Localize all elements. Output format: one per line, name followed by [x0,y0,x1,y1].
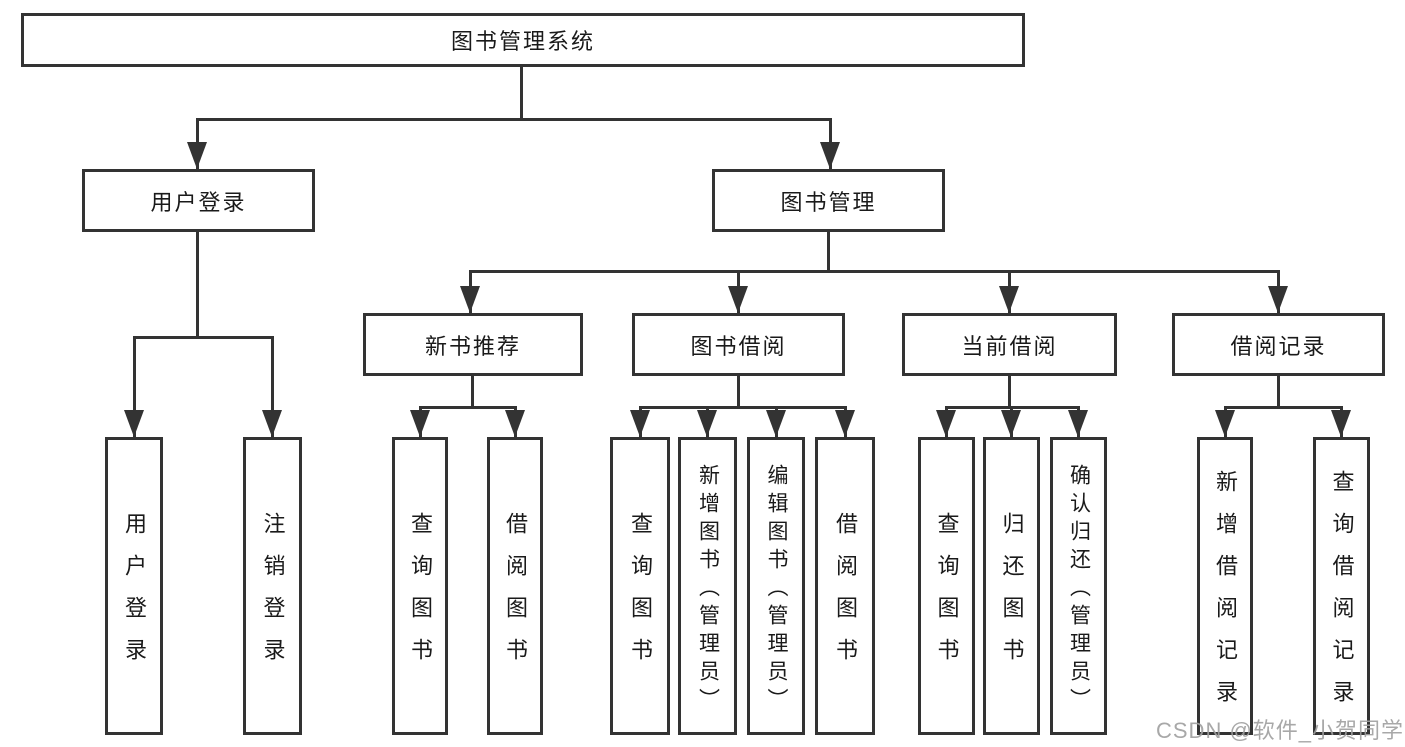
leaf-query-books-2-label: 查询图书 [628,512,653,680]
connector-bookborrow-hline [639,406,846,409]
node-current-borrow-label: 当前借阅 [961,333,1058,359]
node-root: 图书管理系统 [21,13,1025,67]
arrowhead-currentborrow-icon [999,286,1019,313]
leaf-add-books-admin: 新增图书（管理员） [678,437,737,735]
node-user-login-label: 用户登录 [150,189,247,215]
connector-userlogin-hline [133,336,273,339]
connector-records-drop2 [1277,376,1280,406]
node-book-management-label: 图书管理 [780,189,877,215]
leaf-borrow-books-2: 借阅图书 [815,437,875,735]
node-book-borrow-label: 图书借阅 [690,333,787,359]
arrowhead-d3-icon [1068,410,1088,437]
connector-records-hline [1224,406,1343,409]
arrowhead-c3-icon [766,410,786,437]
arrowhead-b2-icon [505,410,525,437]
leaf-query-books-2: 查询图书 [610,437,670,735]
leaf-borrow-books-1: 借阅图书 [487,437,543,735]
leaf-confirm-return-admin: 确认归还（管理员） [1050,437,1107,735]
leaf-add-books-admin-label: 新增图书（管理员） [696,463,720,716]
node-borrow-records: 借阅记录 [1172,313,1385,376]
leaf-query-books-1-label: 查询图书 [408,512,433,680]
leaf-borrow-books-1-label: 借阅图书 [503,512,528,680]
connector-stem-leaf-login [133,336,136,437]
arrowhead-e1-icon [1215,410,1235,437]
leaf-return-books: 归还图书 [983,437,1040,735]
node-root-label: 图书管理系统 [450,29,595,54]
arrowhead-leaf-logout-icon [262,410,282,437]
leaf-return-books-label: 归还图书 [999,512,1025,680]
arrowhead-records-icon [1268,286,1288,313]
connector-userlogin-drop [196,232,199,336]
node-book-borrow: 图书借阅 [632,313,845,376]
arrowhead-b1-icon [410,410,430,437]
node-new-book-recommend: 新书推荐 [363,313,583,376]
connector-bookmgmt-hline [469,270,1280,273]
leaf-query-books-3-label: 查询图书 [934,512,960,680]
connector-newbook-drop [471,376,474,406]
arrowhead-newbook-icon [460,286,480,313]
arrowhead-c1-icon [630,410,650,437]
arrowhead-bookborrow-icon [728,286,748,313]
leaf-edit-books-admin-label: 编辑图书（管理员） [765,463,788,716]
leaf-confirm-return-admin-label: 确认归还（管理员） [1067,463,1091,716]
node-user-login: 用户登录 [82,169,315,232]
arrowhead-leaf-login-icon [124,410,144,437]
arrowhead-d1-icon [936,410,956,437]
leaf-add-borrow-record-label: 新增借阅记录 [1213,470,1238,722]
leaf-query-borrow-record-label: 查询借阅记录 [1329,470,1355,722]
leaf-user-login-label: 用户登录 [122,512,147,680]
leaf-query-books-1: 查询图书 [392,437,448,735]
leaf-edit-books-admin: 编辑图书（管理员） [747,437,805,735]
node-book-management: 图书管理 [712,169,945,232]
arrowhead-e2-icon [1331,410,1351,437]
leaf-user-login: 用户登录 [105,437,163,735]
connector-root-hline [196,118,832,121]
arrowhead-d2-icon [1001,410,1021,437]
connector-bookborrow-drop2 [737,376,740,406]
node-current-borrow: 当前借阅 [902,313,1117,376]
leaf-logout-label: 注销登录 [260,512,286,680]
leaf-query-books-3: 查询图书 [918,437,975,735]
leaf-logout: 注销登录 [243,437,302,735]
watermark-text: CSDN @软件_小贺同学 [1156,718,1405,743]
node-borrow-records-label: 借阅记录 [1230,333,1327,359]
leaf-add-borrow-record: 新增借阅记录 [1197,437,1253,735]
arrowhead-c2-icon [697,410,717,437]
arrowhead-c4-icon [835,410,855,437]
node-new-book-recommend-label: 新书推荐 [424,333,521,359]
connector-currentborrow-drop2 [1008,376,1011,406]
leaf-borrow-books-2-label: 借阅图书 [833,512,858,680]
leaf-query-borrow-record: 查询借阅记录 [1313,437,1370,735]
connector-bookmgmt-drop [827,232,830,270]
arrowhead-user-login-icon [187,142,207,169]
connector-newbook-hline [419,406,516,409]
arrowhead-book-mgmt-icon [820,142,840,169]
connector-root-drop [520,67,523,118]
connector-stem-leaf-logout [271,336,274,437]
